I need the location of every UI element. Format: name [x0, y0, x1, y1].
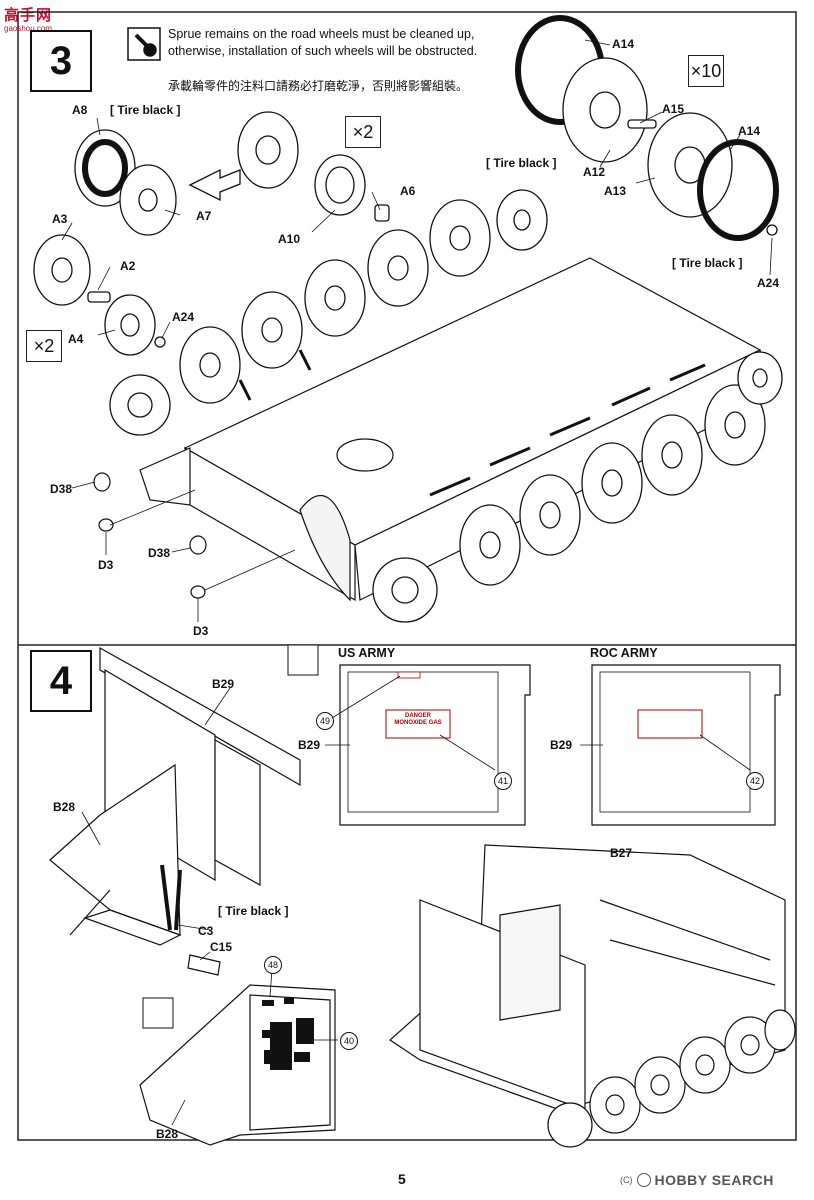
multiplier-x2-left: ×2 — [26, 330, 62, 362]
copyright-mark: (C) — [620, 1175, 633, 1185]
sprocket-front — [109, 374, 438, 623]
us-army-title: US ARMY — [338, 646, 396, 660]
hull-hatch — [336, 438, 394, 472]
assembly-arrow — [188, 168, 241, 202]
brand-watermark: (C) HOBBY SEARCH — [620, 1172, 774, 1188]
part-b27: B27 — [610, 846, 633, 860]
decal-41: 41 — [494, 772, 512, 790]
decal-blocks — [262, 998, 314, 1070]
caution-icon — [127, 27, 161, 61]
logo-text: 高手网 — [4, 6, 53, 24]
part-d38-b: D38 — [148, 546, 171, 560]
decal-40: 40 — [340, 1032, 358, 1050]
part-c15: C15 — [210, 940, 233, 954]
decal-danger-text: DANGER MONOXIDE GAS — [394, 713, 442, 726]
part-a7: A7 — [196, 209, 212, 223]
leader-lines-step3 — [61, 39, 773, 622]
seat-b28 — [49, 763, 182, 946]
brand-text: HOBBY SEARCH — [654, 1172, 774, 1188]
sprocket-exploded — [74, 111, 390, 236]
part-a14-mid: A14 — [738, 124, 761, 138]
suspension-arms — [238, 349, 706, 497]
seat-b28-bottom — [139, 984, 336, 1146]
us-army-part: B29 — [298, 738, 321, 752]
roc-army-title: ROC ARMY — [590, 646, 658, 660]
part-a8: A8 — [72, 103, 88, 117]
part-a12: A12 — [583, 165, 606, 179]
levers-c3 — [160, 864, 182, 931]
part-a6: A6 — [400, 184, 416, 198]
small-parts — [93, 472, 207, 599]
hull-b27 — [389, 844, 786, 1111]
multiplier-x10: ×10 — [688, 55, 724, 87]
label-tire-black-1: [ Tire black ] — [110, 103, 181, 117]
idler-left — [33, 234, 166, 356]
part-a4: A4 — [68, 332, 84, 346]
part-b29: B29 — [212, 677, 235, 691]
part-b28-bottom: B28 — [156, 1127, 179, 1141]
step3-note-en: Sprue remains on the road wheels must be… — [168, 27, 478, 58]
logo-url: gaoshou.com — [4, 24, 53, 33]
label-tire-black-3: [ Tire black ] — [672, 256, 743, 270]
decal-48: 48 — [264, 956, 282, 974]
roc-army-part: B29 — [550, 738, 573, 752]
step-number-4: 4 — [30, 650, 92, 712]
hull-b27-wheels — [547, 1009, 796, 1148]
part-a24-left: A24 — [172, 310, 195, 324]
part-a15: A15 — [662, 102, 685, 116]
decal-49: 49 — [316, 712, 334, 730]
label-tire-black-2: [ Tire black ] — [486, 156, 557, 170]
hobby-search-icon — [636, 1173, 651, 1187]
part-d38-a: D38 — [50, 482, 73, 496]
road-wheels-left — [179, 189, 548, 404]
part-a14-top: A14 — [612, 37, 635, 51]
page-number: 5 — [398, 1171, 406, 1187]
part-a24-right: A24 — [757, 276, 780, 290]
road-wheels-right — [459, 351, 783, 586]
us-army-panel — [287, 644, 531, 826]
label-tire-black-step4: [ Tire black ] — [218, 904, 289, 918]
site-logo: 高手网 gaoshou.com — [4, 4, 70, 34]
multiplier-x2-mid: ×2 — [345, 116, 381, 148]
roc-army-panel — [591, 664, 781, 826]
decal-42: 42 — [746, 772, 764, 790]
step3-note-zh: 承載輪零件的注料口請務必打磨乾淨，否則將影響組裝。 — [168, 79, 469, 93]
part-a3: A3 — [52, 212, 68, 226]
part-d3-b: D3 — [193, 624, 209, 638]
part-c3: C3 — [198, 924, 214, 938]
part-a13: A13 — [604, 184, 627, 198]
part-b28-top: B28 — [53, 800, 76, 814]
part-a10: A10 — [278, 232, 301, 246]
part-d3-a: D3 — [98, 558, 114, 572]
hull-assembly — [139, 257, 766, 602]
part-a2: A2 — [120, 259, 136, 273]
step-number-3: 3 — [30, 30, 92, 92]
road-wheel-exploded — [515, 15, 779, 241]
